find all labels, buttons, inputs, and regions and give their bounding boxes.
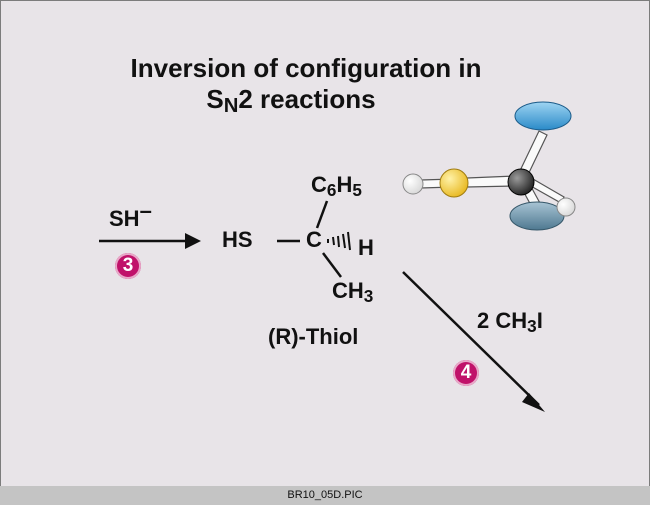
- arrow-diagonal-head: [522, 393, 545, 412]
- phenyl-sub-5: 5: [352, 179, 362, 200]
- phenyl-c: C: [311, 172, 327, 197]
- step-badge-3: 3: [115, 253, 141, 279]
- molecule-name: (R)-Thiol: [268, 324, 359, 349]
- methyl-ch: CH: [332, 278, 364, 303]
- title-n-subscript: N: [223, 95, 239, 118]
- phenyl-h: H: [336, 172, 353, 197]
- methyl-sub-3: 3: [363, 285, 374, 306]
- hs-group: HS: [222, 227, 253, 252]
- hydrogen-ball-right: [556, 197, 576, 217]
- central-carbon: C: [306, 227, 322, 252]
- reagent-sub-3: 3: [527, 315, 537, 336]
- title-rest: 2 reactions: [238, 84, 376, 114]
- carbon-ball: [507, 168, 535, 196]
- reagent-ch3i: 2 CH3I: [477, 308, 543, 336]
- reagent-sh-label: SH: [109, 206, 140, 231]
- arrow-left-head: [185, 233, 201, 249]
- arrow-diagonal: [402, 271, 540, 406]
- reagent-ch: CH: [495, 308, 528, 333]
- reagent-sh: SH–: [109, 198, 152, 232]
- file-caption: BR10_05D.PIC: [0, 486, 650, 505]
- bond-c-phenyl: [315, 200, 329, 229]
- reagent-sh-charge: –: [139, 198, 152, 223]
- step-badge-4: 4: [453, 360, 479, 386]
- methyl-ball: [509, 201, 565, 231]
- phenyl-ball: [514, 101, 572, 131]
- hydrogen-label: H: [358, 235, 374, 260]
- slide-frame: Inversion of configuration in SN2 reacti…: [0, 0, 650, 487]
- ball-and-stick-model: [402, 101, 576, 231]
- sulfur-ball: [439, 168, 469, 198]
- title-line-1: Inversion of configuration in: [130, 53, 482, 83]
- hashed-wedge-bond-h: [327, 231, 351, 251]
- diagram-graphics: [99, 101, 576, 412]
- hydrogen-ball-left: [402, 173, 424, 195]
- methyl-group: CH3: [332, 278, 374, 306]
- bond-c-methyl: [322, 252, 342, 278]
- title-s: S: [206, 84, 224, 114]
- reagent-i: I: [536, 308, 543, 333]
- title-line-2: SN2 reactions: [0, 84, 591, 118]
- phenyl-sub-6: 6: [326, 179, 337, 200]
- phenyl-group: C6H5: [311, 172, 362, 200]
- reagent-count: 2: [477, 308, 490, 333]
